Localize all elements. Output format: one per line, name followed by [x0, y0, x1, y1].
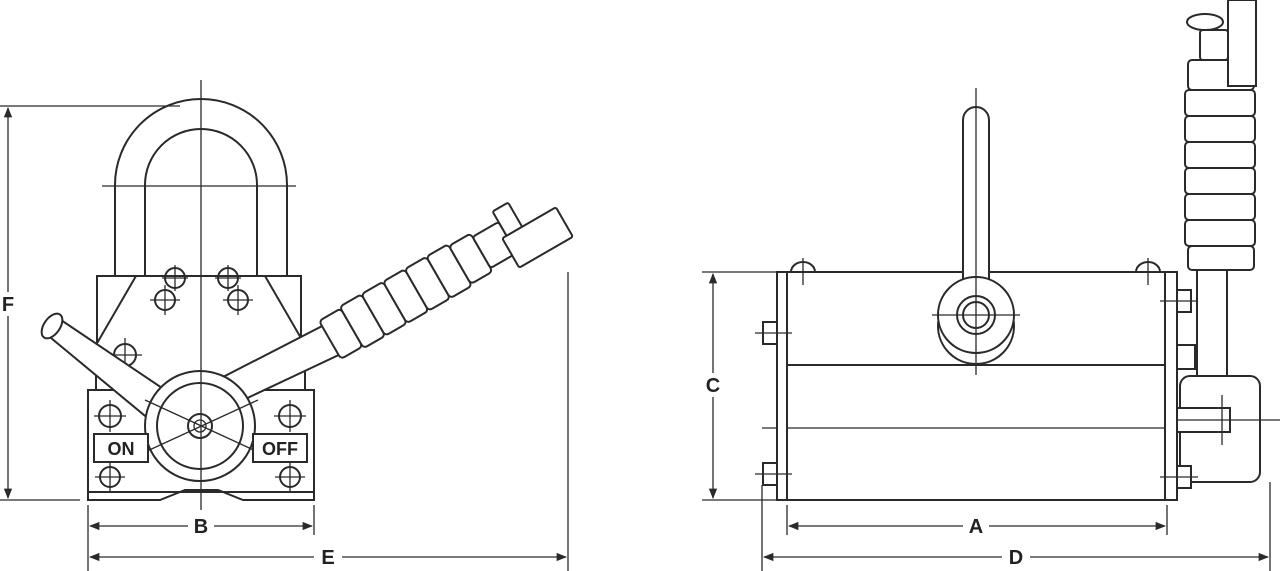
dim-f-label: F [2, 294, 14, 316]
side-view: C A D [702, 0, 1280, 571]
side-fitting [1176, 344, 1196, 370]
hub-nut [187, 413, 213, 439]
bolt-icon [162, 265, 188, 291]
bolt-icon [223, 285, 253, 315]
nut-icon [755, 321, 792, 345]
dim-c-label: C [706, 375, 720, 397]
bolt-icon [95, 462, 125, 492]
on-label: ON [108, 439, 135, 459]
nut-icon [1160, 289, 1198, 313]
dim-b-label: B [194, 516, 208, 538]
bolt-icon [94, 400, 126, 432]
handle-stub-end [40, 312, 64, 340]
nut-icon [755, 462, 792, 486]
dim-e-label: E [321, 547, 334, 569]
end-plate-right [1164, 271, 1178, 501]
bolt-icon [150, 285, 180, 315]
bolt-icon [215, 265, 241, 291]
handle-shaft [1196, 269, 1228, 383]
on-label-plate [93, 433, 149, 463]
grip-tab [1227, 0, 1257, 87]
front-view: ON OFF F B E [0, 80, 574, 571]
lever-grip [319, 202, 574, 359]
dim-a-label: A [969, 516, 983, 538]
nut-icon [1160, 465, 1198, 489]
dim-d-label: D [1009, 547, 1023, 569]
side-handle-grip [1184, 0, 1257, 271]
bolt-icon [275, 462, 305, 492]
bolt-icon [274, 400, 306, 432]
off-label-plate [252, 433, 308, 463]
off-label: OFF [262, 439, 298, 459]
hub-inner [156, 382, 244, 470]
end-plate-left [776, 271, 788, 501]
